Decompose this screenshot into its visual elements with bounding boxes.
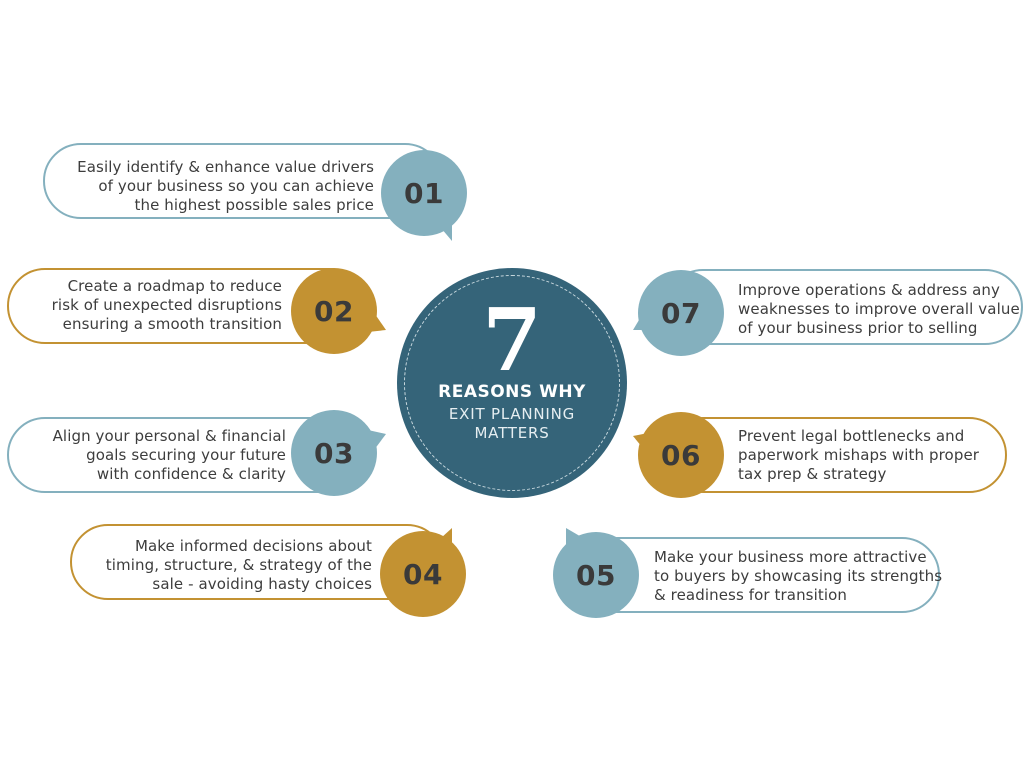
reason-text: Align your personal & financial goals se… — [52, 427, 286, 483]
reason-pill — [43, 143, 443, 219]
reason-text: Make informed decisions about timing, st… — [105, 537, 372, 593]
reason-number-badge: 07 — [638, 270, 724, 356]
reason-pill — [665, 269, 1023, 345]
center-title-circle: 7 REASONS WHY EXIT PLANNING MATTERS — [397, 268, 627, 498]
dashed-ring — [404, 275, 620, 491]
reason-number-badge: 02 — [291, 268, 377, 354]
reason-number-badge: 03 — [291, 410, 377, 496]
reason-text: Easily identify & enhance value drivers … — [77, 158, 374, 214]
reason-pill — [580, 537, 940, 613]
center-subheading-2: MATTERS — [474, 424, 550, 442]
reason-text: Make your business more attractive to bu… — [654, 548, 943, 604]
reason-number-badge: 01 — [381, 150, 467, 236]
center-heading: REASONS WHY — [438, 382, 586, 402]
reason-text: Improve operations & address any weaknes… — [738, 281, 1020, 337]
reason-text: Create a roadmap to reduce risk of unexp… — [51, 277, 282, 333]
center-number: 7 — [482, 290, 542, 391]
center-subheading-1: EXIT PLANNING — [448, 405, 576, 423]
reason-number-badge: 05 — [553, 532, 639, 618]
reason-number-badge: 04 — [380, 531, 466, 617]
reason-text: Prevent legal bottlenecks and paperwork … — [738, 427, 980, 483]
reason-number-badge: 06 — [638, 412, 724, 498]
